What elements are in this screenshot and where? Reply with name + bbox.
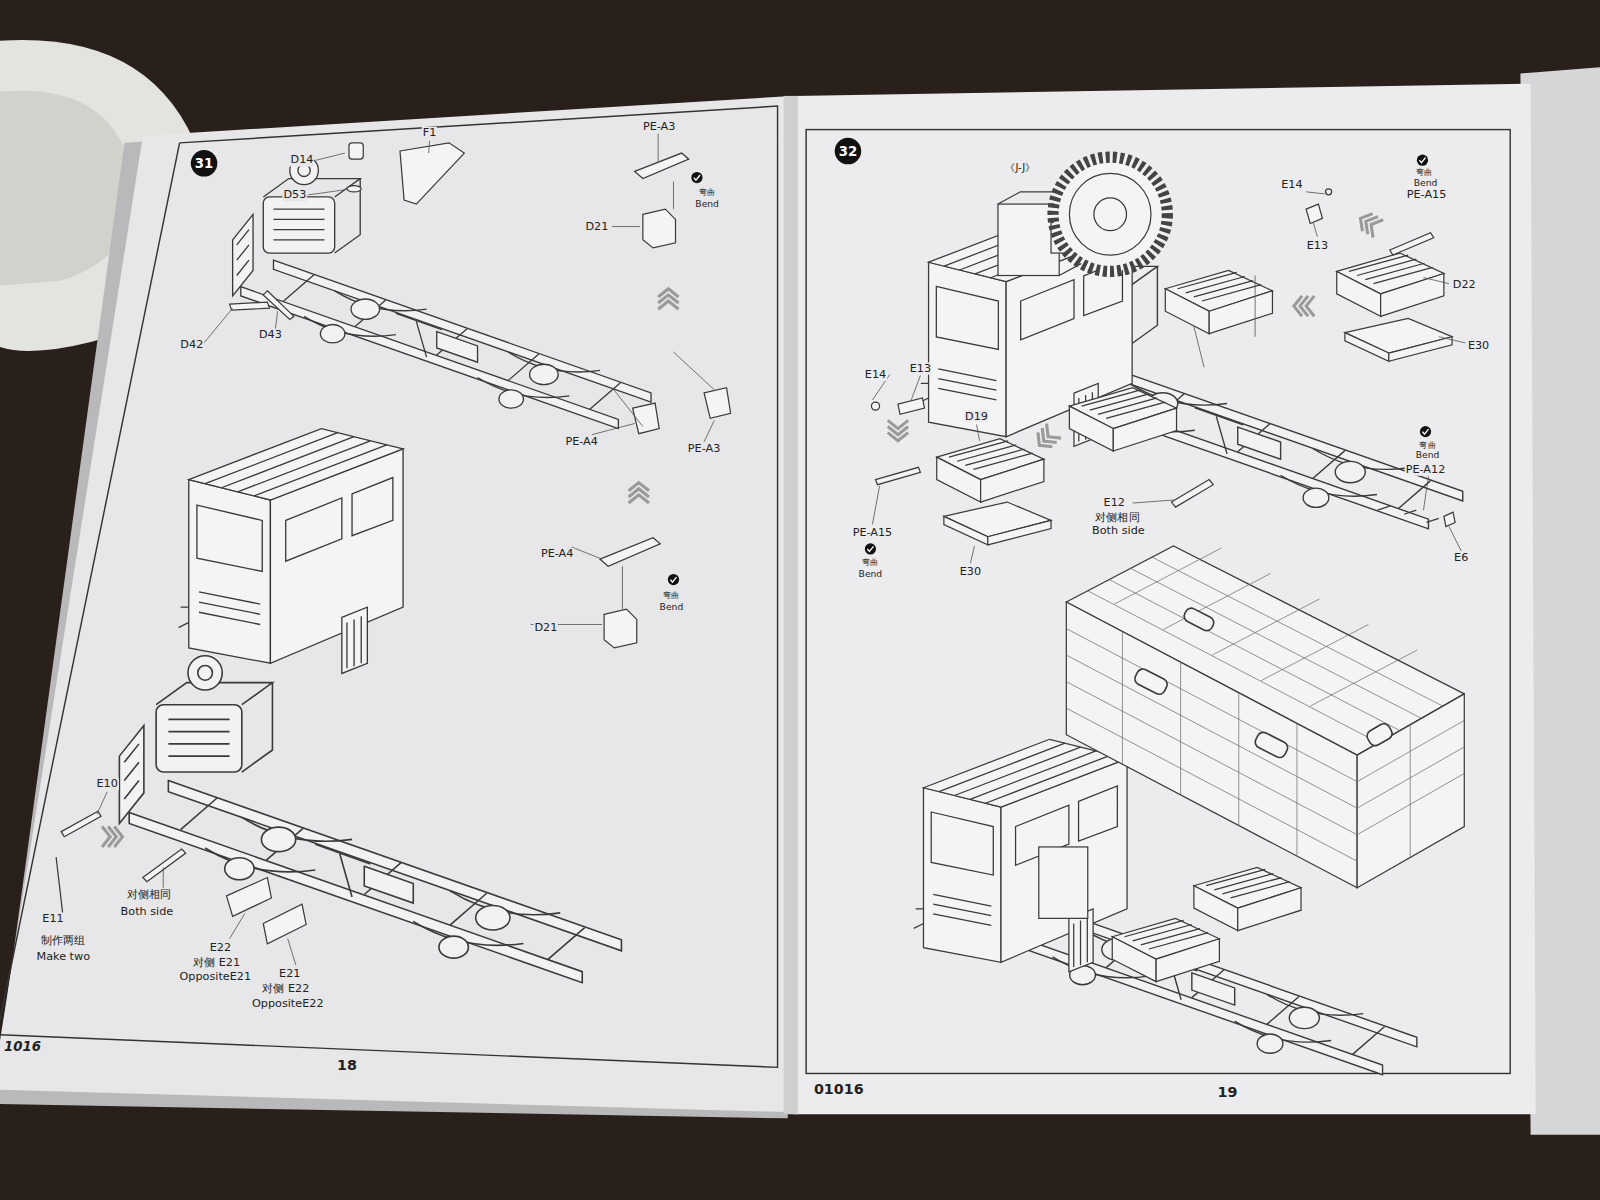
part-label: PE-A4 (564, 436, 599, 448)
part-label: E13 (909, 362, 932, 374)
part-label: PE-A4 (540, 548, 575, 560)
note: 对侧 E22 (261, 983, 310, 995)
part-label: D22 (1452, 279, 1477, 291)
part-label: PE-A15 (852, 527, 894, 539)
note: 对侧相同 (126, 889, 173, 901)
bend-note: Bend (858, 570, 884, 580)
page-number: 18 (336, 1058, 358, 1073)
step-number-text: 32 (839, 143, 857, 158)
bend-note: 弯曲 (1415, 169, 1433, 178)
part-label: PE-A12 (1405, 463, 1447, 475)
part-label: 《J-J》 (1004, 163, 1036, 174)
part-label: D14 (290, 154, 315, 166)
part-label: E22 (209, 942, 232, 954)
part-label: E10 (95, 778, 118, 790)
part-label: D21 (533, 622, 558, 634)
part-label: F1 (422, 127, 438, 139)
note: OppositeE21 (178, 971, 252, 983)
bend-note: 弯曲 (861, 559, 879, 568)
bend-note: Bend (694, 200, 720, 210)
note: Both side (120, 905, 175, 917)
part-label: E30 (1467, 340, 1490, 352)
part-label: E6 (1453, 552, 1469, 564)
note: Both side (1091, 525, 1146, 537)
part-label: D53 (282, 189, 307, 201)
part-label: PE-A3 (642, 121, 677, 133)
note: OppositeE22 (251, 998, 325, 1010)
part-label: E21 (278, 968, 301, 980)
step-number: 31 (191, 150, 218, 177)
bend-note: 弯曲 (698, 189, 716, 198)
bend-note: Bend (1415, 451, 1441, 461)
part-label: D43 (258, 329, 283, 341)
part-label: D19 (964, 410, 989, 422)
part-label: E11 (41, 912, 64, 924)
part-label: E14 (1280, 179, 1303, 191)
kit-number: 01016 (813, 1081, 865, 1096)
bend-note: Bend (659, 603, 685, 613)
part-label: D42 (179, 339, 204, 351)
note: 对侧相同 (1094, 511, 1141, 523)
part-label: PE-A15 (1406, 189, 1448, 201)
bend-note: Bend (1413, 179, 1439, 189)
part-label: E12 (1103, 497, 1126, 509)
part-label: E30 (959, 566, 982, 578)
step-number: 32 (835, 138, 862, 165)
part-label: PE-A3 (687, 443, 722, 455)
note: 制作两组 (40, 935, 87, 947)
part-label: E14 (864, 369, 887, 381)
bend-note: 弯曲 (662, 592, 680, 601)
note: 对侧 E21 (192, 956, 241, 968)
part-label: E13 (1306, 240, 1329, 252)
note: Make two (35, 951, 91, 963)
part-label: D21 (584, 221, 609, 233)
step-number-text: 31 (195, 156, 213, 171)
bend-note: 弯曲 (1418, 442, 1436, 451)
kit-number: 1016 (3, 1040, 42, 1054)
page-number: 19 (1217, 1084, 1239, 1099)
